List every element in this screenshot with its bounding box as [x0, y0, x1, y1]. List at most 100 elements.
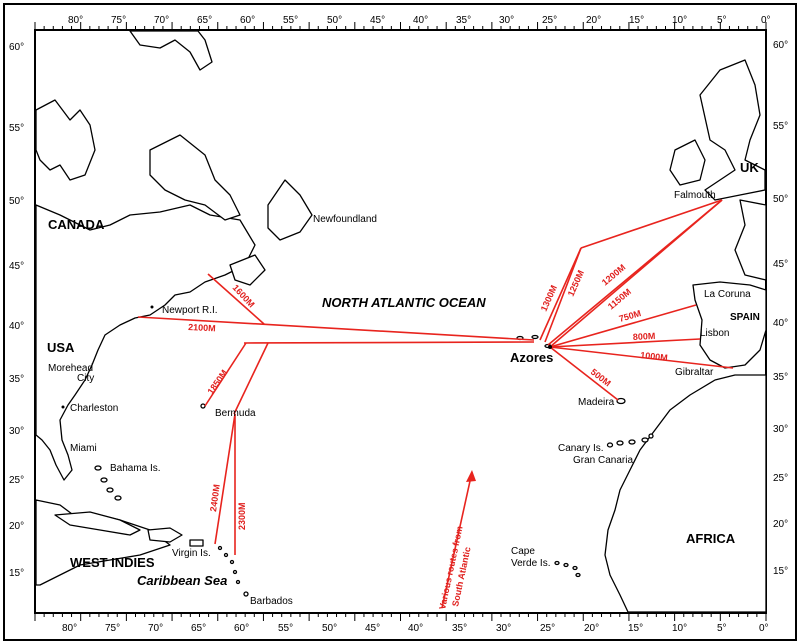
antilles-island-5 [235, 579, 241, 585]
greenland-coast [129, 30, 213, 71]
place-lisbon: Lisbon [700, 328, 729, 339]
place-bermuda: Bermuda [215, 408, 256, 419]
lon-tick-5-bottom: 5° [717, 623, 727, 634]
place-virgin-islands: Virgin Is. [172, 548, 211, 559]
nova-scotia-coast [229, 254, 266, 286]
sailing-routes [137, 199, 734, 609]
route-1150m [549, 199, 723, 348]
lon-tick-35: 35° [456, 15, 471, 26]
puerto-rico-coast [189, 539, 204, 547]
lon-tick-70: 70° [154, 15, 169, 26]
place-la-coruna: La Coruna [704, 289, 751, 300]
route-bermuda-link [233, 342, 269, 415]
lat-tick-20: 20° [9, 521, 24, 532]
latitude-labels-right: 60° 55° 50° 45° 40° 35° 30° 25° 20° 15° [773, 40, 788, 577]
route-newport-azores [137, 316, 535, 341]
lat-tick-40: 40° [9, 321, 24, 332]
cape-verde-island-3 [572, 565, 578, 571]
ocean-label: NORTH ATLANTIC OCEAN [322, 295, 486, 310]
lon-tick-75: 75° [111, 15, 126, 26]
france-coast [734, 199, 767, 281]
africa-coast [604, 374, 767, 613]
port-markers [61, 305, 552, 409]
lon-tick-50-bottom: 50° [322, 623, 337, 634]
bermuda-island [200, 403, 206, 409]
place-newfoundland: Newfoundland [313, 214, 377, 225]
lon-tick-45-bottom: 45° [365, 623, 380, 634]
antilles-island-3 [229, 559, 235, 565]
canary-island-4 [641, 437, 649, 443]
bahama-island-2 [100, 477, 108, 483]
bahama-island-1 [94, 465, 102, 471]
lon-tick-5: 5° [717, 15, 727, 26]
place-cape-verde-2: Verde Is. [511, 558, 550, 569]
port-dot-newport [150, 305, 154, 309]
lat-tick-35: 35° [9, 374, 24, 385]
canary-island-1 [606, 442, 614, 448]
port-dot-azores [548, 345, 552, 349]
cape-verde-island-4 [575, 572, 581, 578]
sea-label: Caribbean Sea [137, 573, 227, 588]
north-america-coast [35, 204, 256, 481]
lat-tick-15: 15° [9, 568, 24, 579]
lon-tick-25: 25° [542, 15, 557, 26]
region-uk: UK [740, 160, 759, 175]
newfoundland-coast [267, 179, 313, 241]
lat-tick-60-right: 60° [773, 40, 788, 51]
region-usa: USA [47, 340, 75, 355]
lon-tick-0-bottom: 0° [759, 623, 769, 634]
place-madeira: Madeira [578, 397, 615, 408]
route-2400m [214, 413, 236, 545]
hispaniola-coast [147, 527, 183, 543]
ireland-coast [669, 139, 706, 186]
lon-tick-20-bottom: 20° [584, 623, 599, 634]
lat-tick-25: 25° [9, 475, 24, 486]
place-cape-verde: Cape [511, 546, 535, 557]
lat-tick-20-right: 20° [773, 519, 788, 530]
lat-tick-15-right: 15° [773, 566, 788, 577]
antilles-island-1 [217, 545, 223, 551]
region-labels: CANADA USA UK SPAIN AFRICA WEST INDIES N… [47, 160, 760, 588]
route-1850m [204, 342, 247, 407]
lon-tick-40-bottom: 40° [408, 623, 423, 634]
place-morehead-city: City [77, 373, 94, 384]
distance-800m: 800M [633, 331, 656, 342]
latitude-labels-left: 60° 55° 50° 45° 40° 35° 30° 25° 20° 15° [9, 42, 24, 579]
lon-tick-60: 60° [240, 15, 255, 26]
lon-tick-55-bottom: 55° [278, 623, 293, 634]
lon-tick-10: 10° [672, 15, 687, 26]
antilles-island-2 [223, 552, 229, 558]
route-1850m-segment [243, 341, 535, 344]
iberia-coast [692, 281, 767, 369]
route-500m [549, 346, 619, 401]
place-gibraltar: Gibraltar [675, 367, 714, 378]
lat-tick-30-right: 30° [773, 424, 788, 435]
lat-tick-40-right: 40° [773, 318, 788, 329]
lon-tick-70-bottom: 70° [148, 623, 163, 634]
cape-verde-island-1 [554, 560, 560, 566]
route-1250m [544, 247, 582, 343]
lon-tick-40: 40° [413, 15, 428, 26]
lon-tick-80: 80° [68, 15, 83, 26]
distance-2400m: 2400M [208, 484, 222, 513]
lon-tick-15: 15° [629, 15, 644, 26]
lon-tick-60-bottom: 60° [234, 623, 249, 634]
place-bahama: Bahama Is. [110, 463, 161, 474]
longitude-labels-top: 80° 75° 70° 65° 60° 55° 50° 45° 40° 35° … [68, 15, 771, 26]
bahama-island-4 [114, 495, 122, 501]
great-britain-coast [699, 59, 766, 201]
lon-tick-0: 0° [761, 15, 771, 26]
hudson-bay-coast [35, 99, 96, 181]
lon-tick-10-bottom: 10° [672, 623, 687, 634]
lat-tick-35-right: 35° [773, 372, 788, 383]
place-azores: Azores [510, 350, 553, 365]
lon-tick-35-bottom: 35° [452, 623, 467, 634]
lon-tick-75-bottom: 75° [105, 623, 120, 634]
longitude-labels-bottom: 80° 75° 70° 65° 60° 55° 50° 45° 40° 35° … [62, 623, 769, 634]
lat-tick-30: 30° [9, 426, 24, 437]
lon-tick-50: 50° [327, 15, 342, 26]
labrador-coast [149, 134, 241, 221]
route-south-atlantic [441, 471, 473, 609]
lon-tick-30-bottom: 30° [496, 623, 511, 634]
barbados-island [243, 591, 249, 597]
